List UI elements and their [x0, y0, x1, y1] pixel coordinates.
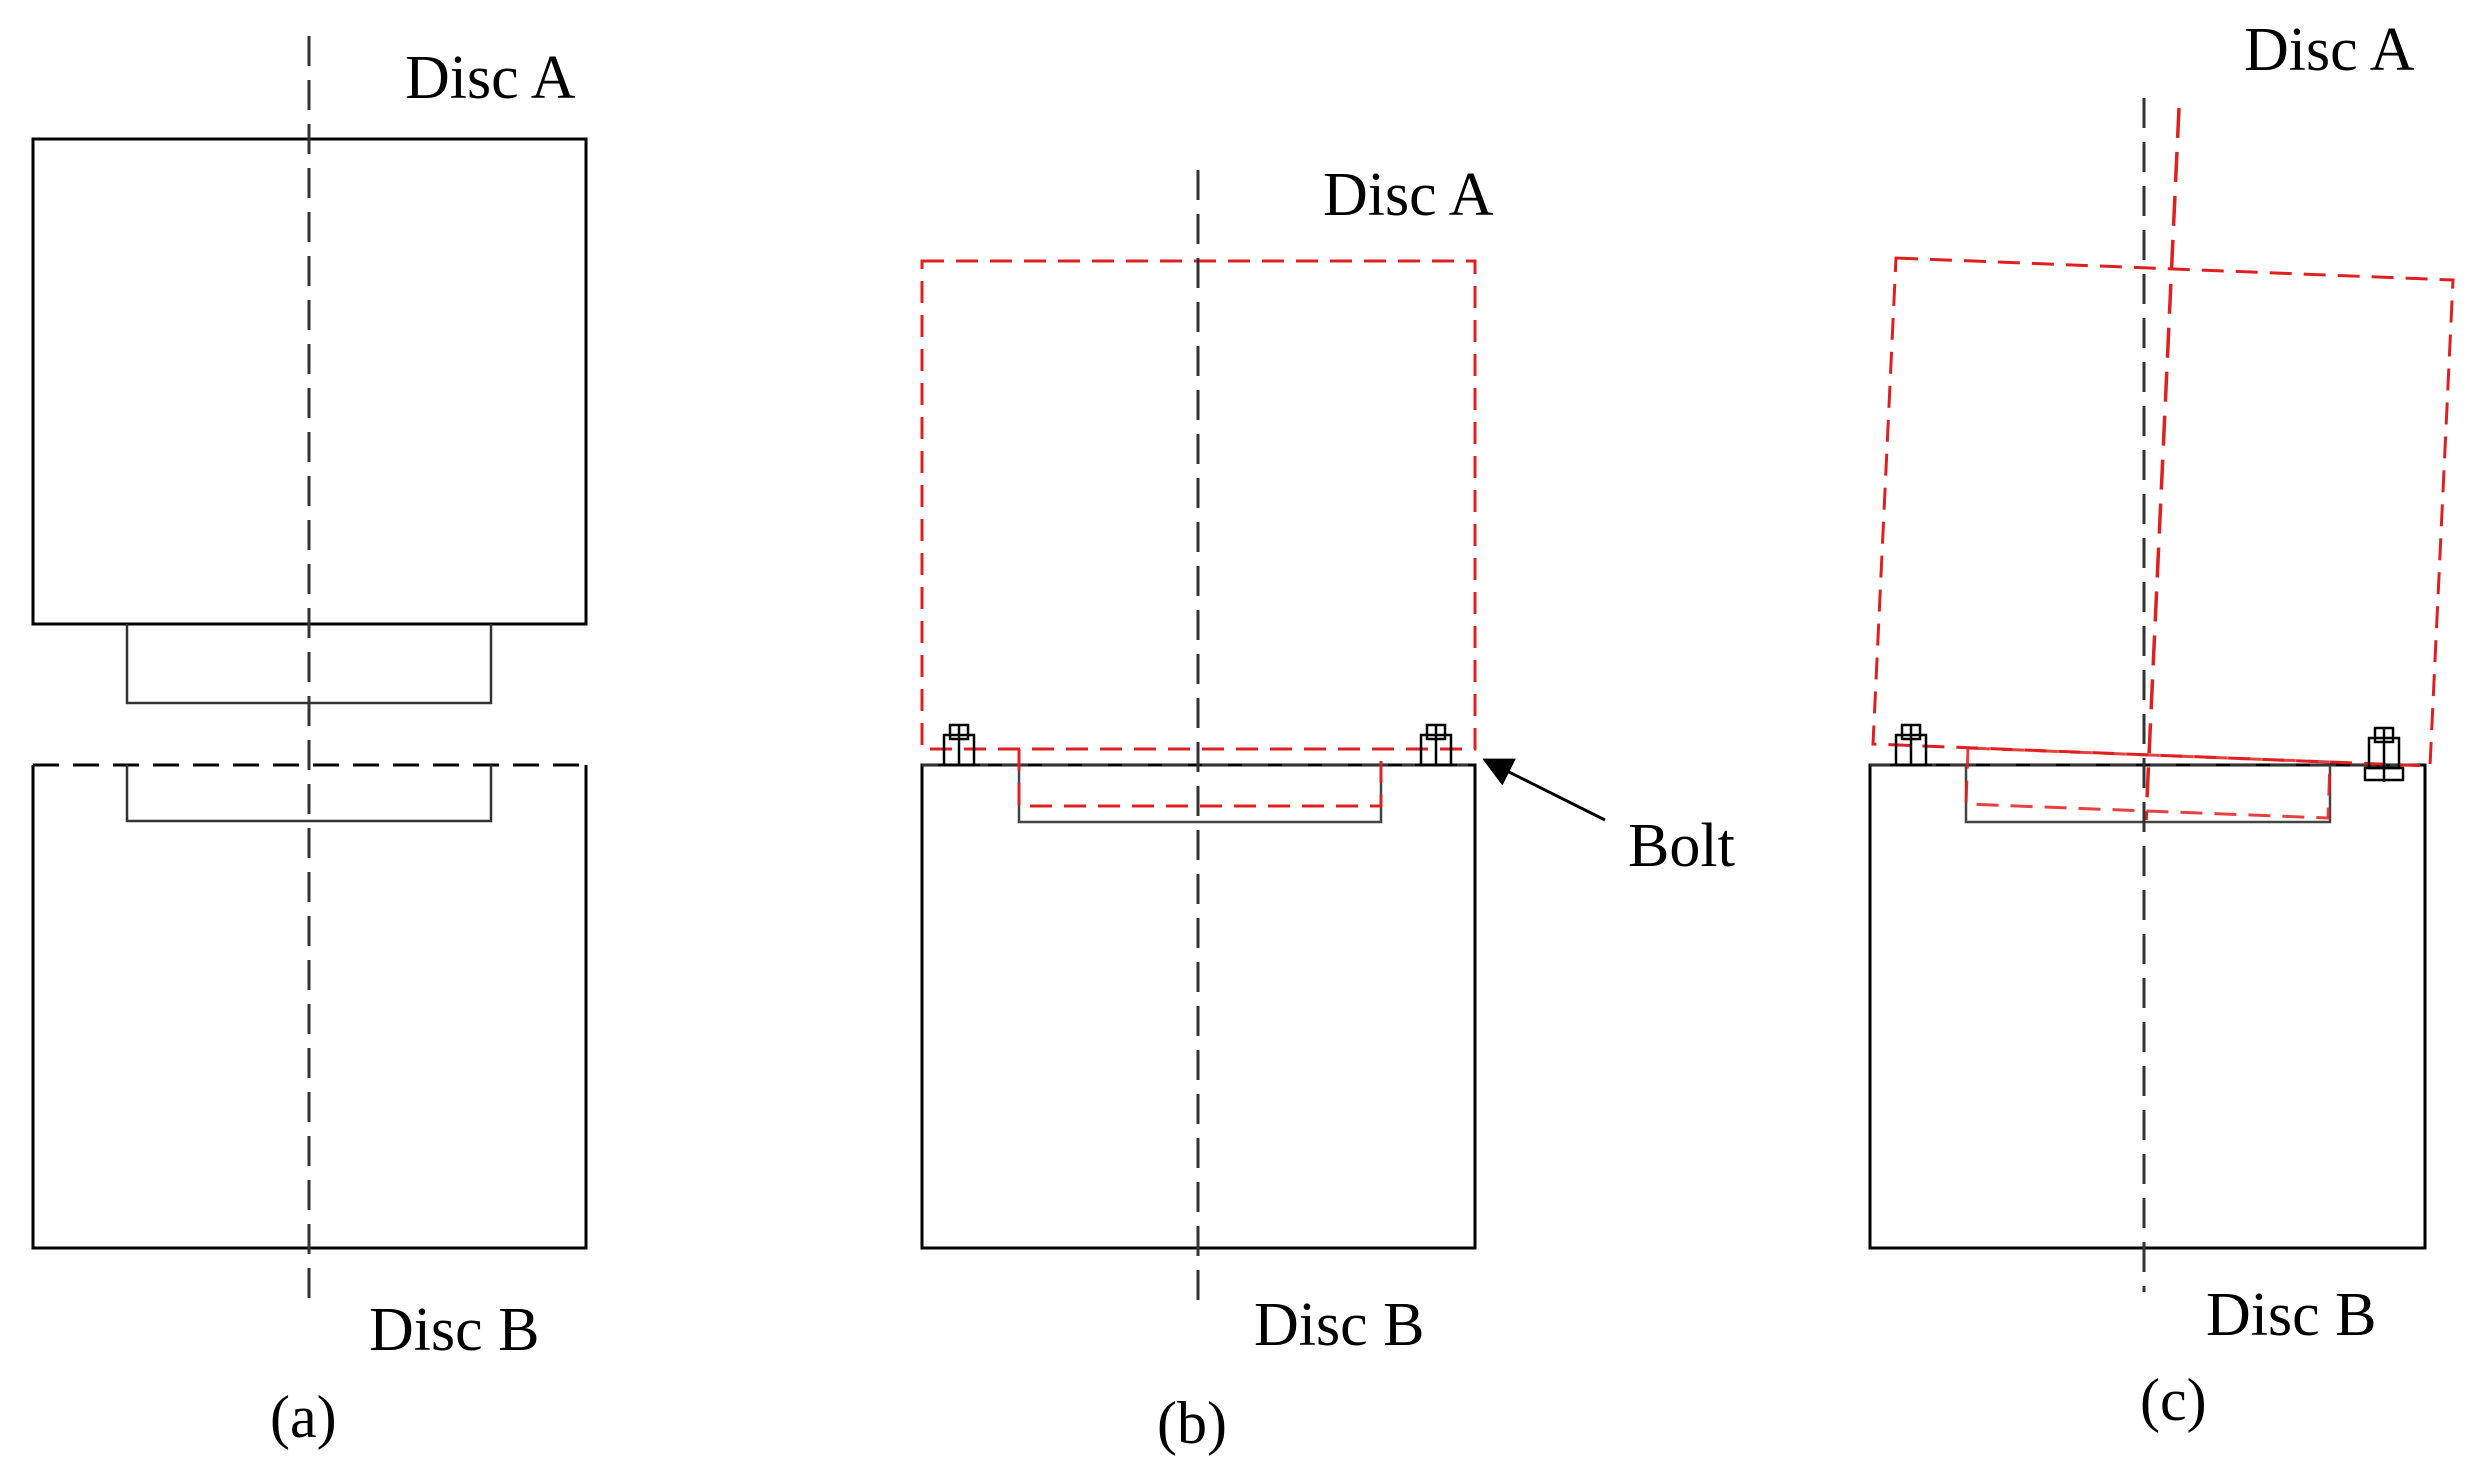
panel-c-disc-b-label: Disc B — [2206, 1281, 2377, 1349]
panel-a-disc-a-body — [31, 137, 588, 626]
panel-c-caption: (c) — [2140, 1367, 2207, 1433]
panel-c-bolt-right-icon — [2363, 726, 2405, 782]
panel-a-caption: (a) — [270, 1384, 337, 1450]
panel-b-disc-a-label: Disc A — [1323, 161, 1494, 229]
panel-a-disc-a-label: Disc A — [405, 44, 576, 112]
panel-b-bolt-right-icon — [1415, 723, 1457, 767]
panel-c-bolt-left-icon — [1890, 723, 1932, 767]
panel-b-disc-a-spigot-displaced — [1017, 749, 1383, 808]
panel-b-disc-b-recess — [1017, 765, 1383, 824]
panel-c-disc-b-body — [1868, 763, 2427, 1250]
panel-c-tilted-axis — [2144, 107, 2181, 821]
panel-b-bolt-callout-arrow — [1482, 758, 1606, 822]
panel-c-disc-a-tilted — [1871, 256, 2455, 768]
panel-c-disc-a-label: Disc A — [2244, 16, 2415, 84]
panel-b-bolt-label: Bolt — [1628, 812, 1735, 880]
panel-b-bolt-left-icon — [938, 723, 980, 767]
panel-b-caption: (b) — [1157, 1390, 1227, 1456]
panel-c: Disc A Disc B (c) — [1868, 16, 2455, 1433]
panel-c-disc-a-spigot-tilted — [1964, 746, 2332, 820]
panel-a-disc-b-recess — [125, 765, 493, 823]
panel-b: Bolt Disc A Disc B (b) — [920, 161, 1735, 1456]
panel-a: Disc A Disc B (a) — [31, 36, 588, 1450]
panel-b-disc-b-label: Disc B — [1254, 1291, 1425, 1359]
panel-a-disc-b-label: Disc B — [369, 1296, 540, 1364]
